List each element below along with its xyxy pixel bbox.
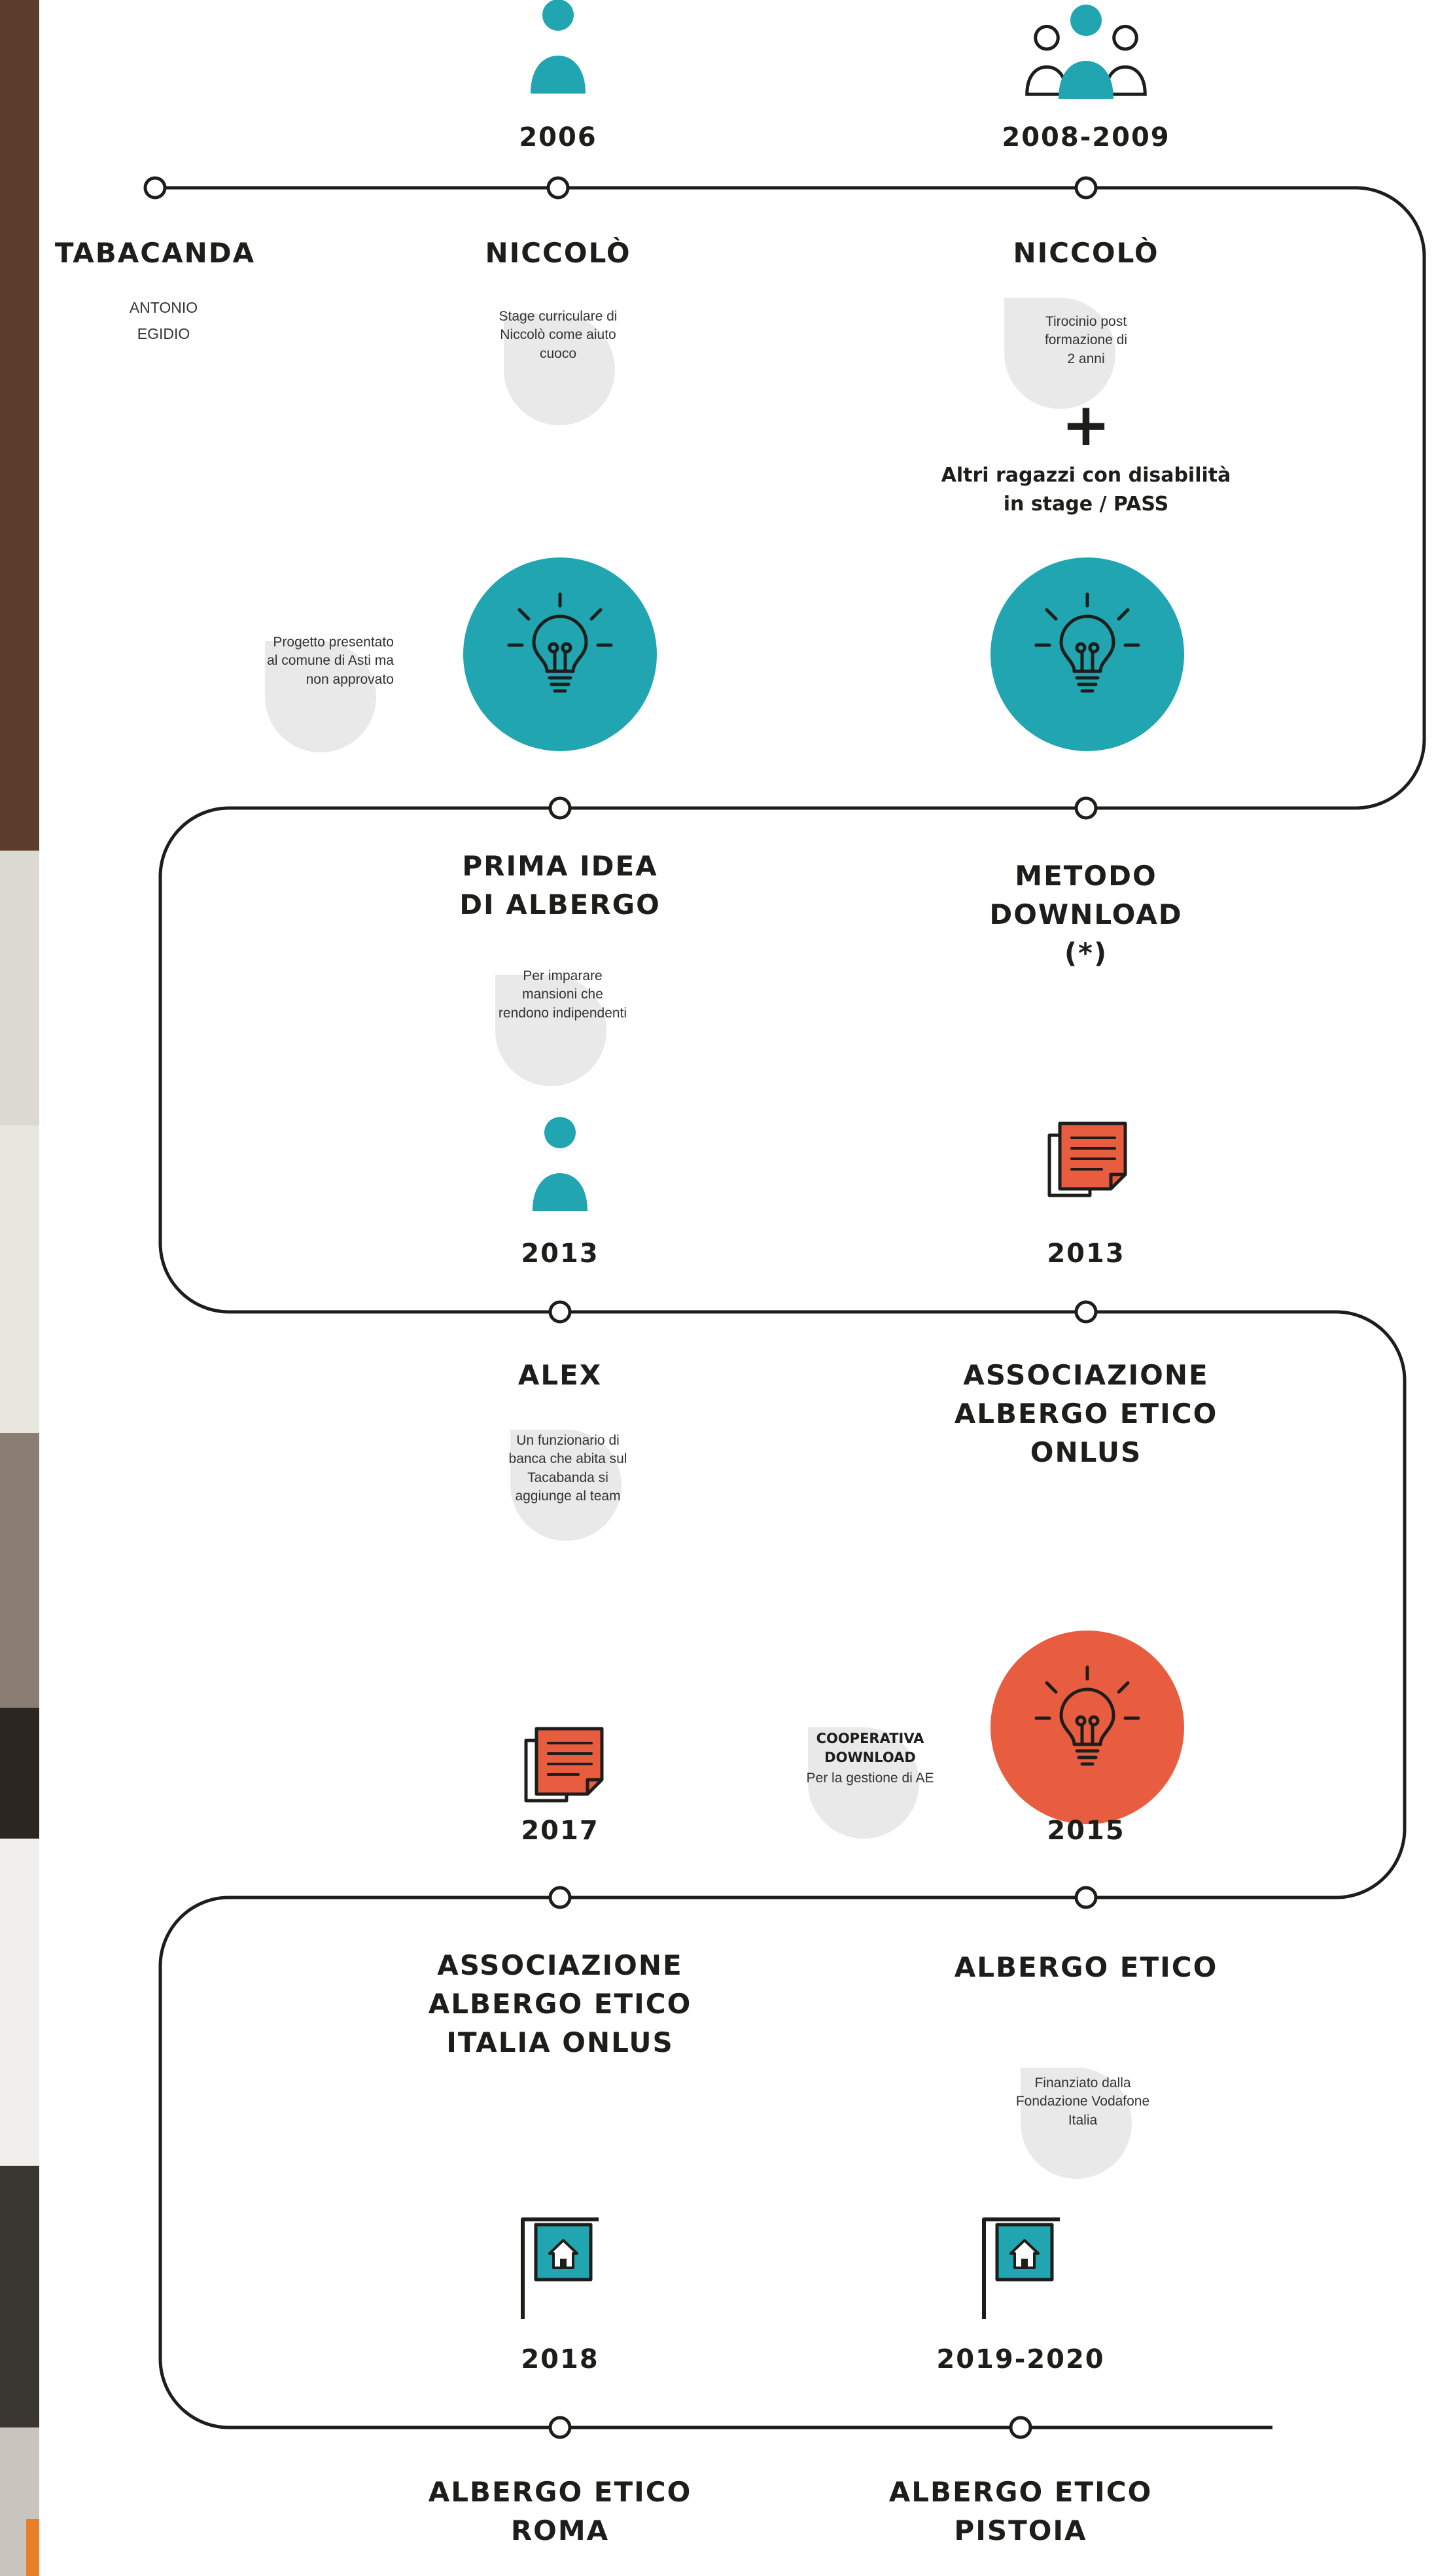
background-photo-strip [0, 0, 39, 2576]
person-icon [531, 0, 586, 94]
hotel-sign-icon [523, 2219, 599, 2319]
prima-idea-desc: Per imparare mansioni che rendono indipe… [498, 968, 627, 1021]
node-2013-alex [548, 1300, 572, 1324]
year-label: 2006 [519, 122, 597, 152]
node-metodo-download [1074, 796, 1098, 820]
node-title-associazione: ASSOCIAZIONE ALBERGO ETICO ONLUS [954, 1359, 1218, 1468]
niccolo-2008-desc: Tirocinio post formazione di 2 anni [1044, 314, 1128, 366]
lightbulb-icon [990, 557, 1184, 751]
year-label: 2018 [521, 2344, 599, 2374]
plus-sign: + [1061, 391, 1111, 459]
node-title-associazione-italia: ASSOCIAZIONE ALBERGO ETICO ITALIA ONLUS [428, 1949, 692, 2058]
node-title-prima-idea: PRIMA IDEA DI ALBERGO [459, 850, 661, 921]
node-title-pistoia: ALBERGO ETICO PISTOIA [888, 2476, 1153, 2547]
node-2018 [548, 2416, 572, 2439]
niccolo-2006-desc: Stage curriculare di Niccolò come aiuto … [499, 309, 618, 361]
node-title-tabacanda: TABACANDA [54, 237, 256, 269]
year-label: 2019-2020 [936, 2344, 1105, 2374]
node-title-albergo-etico: ALBERGO ETICO [954, 1951, 1218, 1983]
niccolo-2008-extra: Altri ragazzi con disabilità in stage / … [941, 464, 1231, 516]
year-label: 2017 [521, 1816, 599, 1846]
node-title-alex: ALEX [517, 1359, 603, 1391]
person-icon [533, 1117, 587, 1211]
node-title-niccolo: NICCOLÒ [1013, 237, 1159, 269]
hotel-sign-icon [984, 2219, 1060, 2319]
year-label: 2013 [1047, 1239, 1125, 1269]
node-2008-2009 [1074, 176, 1098, 200]
year-label: 2008-2009 [1002, 122, 1170, 152]
node-2013-associazione [1074, 1300, 1098, 1324]
project-note: Progetto presentato al comune di Asti ma… [267, 635, 394, 687]
node-2019-2020 [1009, 2416, 1032, 2439]
albergo-etico-desc: Finanziato dalla Fondazione Vodafone Ita… [1015, 2075, 1150, 2128]
node-prima-idea [548, 796, 572, 820]
node-title-metodo-download: METODO DOWNLOAD (*) [989, 860, 1183, 969]
lightbulb-icon [990, 1631, 1184, 1824]
node-2017 [548, 1886, 572, 1909]
node-title-niccolo: NICCOLÒ [485, 237, 631, 269]
year-label: 2013 [521, 1239, 599, 1269]
lightbulb-icon [463, 557, 657, 751]
alex-desc: Un funzionario di banca che abita sul Ta… [508, 1433, 627, 1504]
cooperativa-desc: Per la gestione di AE [806, 1771, 934, 1786]
timeline-line [155, 186, 1426, 2429]
node-2015 [1074, 1886, 1098, 1909]
cooperativa-title: COOPERATIVA DOWNLOAD [816, 1731, 924, 1766]
group-icon [1027, 4, 1145, 99]
tabacanda-names: ANTONIO EGIDIO [129, 299, 198, 343]
document-icon [1049, 1123, 1125, 1195]
year-label: 2015 [1047, 1816, 1125, 1846]
document-icon [526, 1729, 602, 1801]
node-2006 [546, 176, 570, 200]
node-title-roma: ALBERGO ETICO ROMA [428, 2476, 692, 2547]
node-tabacanda [143, 176, 167, 200]
